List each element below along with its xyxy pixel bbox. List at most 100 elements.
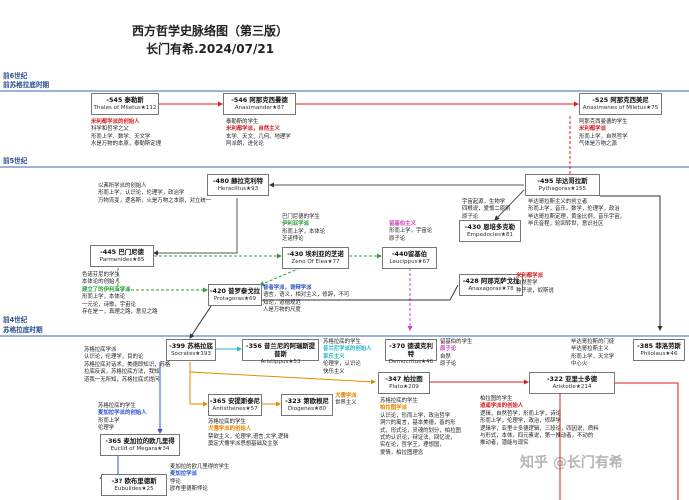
notes-zeno: 巴门尼德的学生伊利亚学派形而上学，本体论芝诺悖论 [282,214,325,244]
node-anaximander[interactable]: -546 阿那克西曼德 Anaximander★87 [223,93,296,115]
note-line: 苏格拉底的学生 [98,403,136,409]
node-antisthenes-name: -365 安提斯泰尼 [209,397,261,405]
node-zeno-sub: Zeno Of Elea★77 [291,259,340,265]
node-thales[interactable]: -545 泰勒斯 Thales of Miletus★112 [91,93,159,115]
node-pythagoras[interactable]: -495 毕达哥拉斯 Pythagoras★155 [525,174,600,196]
note-line: 爱情，柏拉图理念 [380,449,424,456]
note-line: 享乐主义 [323,353,345,360]
node-eubulides-name: -3? 欧布里德斯 [111,477,157,485]
node-anaximander-name: -546 阿那克西曼德 [231,96,288,104]
note-line: 留基伯的学生 [440,339,473,345]
note-line: 一元论，诗歌，宇宙论 [82,301,136,308]
node-protagoras-sub: Protagoras★69 [213,296,257,302]
note-line: 式的认识论，辩证法，回忆说， [380,435,456,442]
note-line: 毕达哥拉斯主义的创立者 [528,199,588,205]
note-line: 原子论 [440,361,457,368]
note-line: 逻辑，自然哲学，形而上学，诗论 [480,410,561,417]
connector-heraclitus-parmenides [153,198,238,256]
note-line: 存在是一，真理之路，意见之路 [82,309,158,316]
watermark: 知乎 @长门有希 [520,455,623,471]
node-parmenides[interactable]: -445 巴门尼德 Parmenides★85 [90,245,154,267]
connector-parmenides-protagoras [117,268,208,293]
note-line: 形而上学，宇宙论 [389,228,433,235]
note-line: 柏拉图学派 [380,405,407,412]
node-democritus[interactable]: -370 德谟克利特 Democritus★46 [385,339,437,365]
note-line: 原子论 [462,213,479,220]
node-pythagoras-sub: Pythagoras★155 [538,186,587,192]
note-line: 巴门尼德的学生 [282,214,320,220]
node-empedocles[interactable]: -430 恩培多克勒 Empedocles★81 [459,220,521,242]
note-line: 形而上学，伦理学，政治，修辞学 [480,418,561,425]
node-antisthenes[interactable]: -365 安提斯泰尼 Antisthenes★57 [208,394,262,416]
node-anaxagoras[interactable]: -428 阿那克萨戈拉 Anaxagoras★78 [459,274,523,296]
note-line: 推动者，潜能与现实 [480,440,529,447]
node-anaximenes-sub: Anaximenes of Miletus★75 [582,105,659,111]
note-line: 逻辑学，亚里士多德逻辑，三段论，四因说，质料 [480,425,599,432]
note-line: 式，形式论，灵魂的划分，柏拉图 [380,427,461,434]
note-line: 米利都学派 [579,126,606,133]
node-protagoras[interactable]: -420 普罗泰戈拉 Protagoras★69 [208,284,262,306]
note-line: 苏格拉底的学生 [208,419,246,425]
notes-eubulides: 麦加拉的欧几里得的学生麦加拉学派悖论欧布里德斯悖论 [170,464,229,494]
node-leucippus[interactable]: -440留基伯 Leucippus★67 [382,247,437,269]
node-empedocles-sub: Empedocles★81 [466,232,514,238]
node-socrates[interactable]: -399 苏格拉底 Socrates★193 [166,339,216,361]
note-line: 实在论，哲学王，理想国， [380,442,445,449]
node-zeno[interactable]: -430 埃利亚的芝诺 Zeno Of Elea★77 [282,247,349,269]
page-title: 西方哲学史脉络图（第三版） [131,24,288,38]
node-philolaus[interactable]: -385 菲洛劳斯 Philolaus★46 [633,339,685,361]
note-line: 伦理学 [98,425,115,432]
note-line: 麦加拉的欧几里得的学生 [170,464,230,470]
node-leucippus-name: -440留基伯 [391,250,428,258]
node-antisthenes-sub: Antisthenes★57 [212,406,258,412]
note-line: 形而上学 [98,417,120,424]
node-aristippus[interactable]: -356 昔兰尼的阿瑞斯提普斯 Aristippus★53 [242,339,319,365]
note-line: 原子论 [389,235,406,242]
note-line: 万物流变，逻各斯，火是万物之本原，对立统一 [98,197,212,204]
notes-philolaus: 毕达哥拉斯的门徒毕达哥拉斯主义形而上学，天文学中心火 [571,339,614,369]
node-anaxagoras-sub: Anaxagoras★78 [468,286,514,292]
connector-aristotle-right [615,382,679,500]
note-line: 阿那克西曼德的学生 [579,119,628,125]
note-line: 留基伯主义 [389,221,416,227]
node-zeno-name: -430 埃利亚的芝诺 [287,250,344,258]
era-divider-5bc [0,166,689,168]
node-plato[interactable]: -347 柏拉图 Plato★209 [378,372,430,394]
node-aristotle-sub: Aristotle★214 [552,384,592,390]
notes-protagoras: 智者学派，诡辩学派语言，语义，相对主义，修辞，不可知论，道德规范人是万物的尺度 [263,285,349,315]
node-pythagoras-name: -495 毕达哥拉斯 [537,177,588,185]
notes-socrates: 苏格拉底学派认识论，伦理学，目的论苏格拉底对话术，美德即知识，苏格拉底反讽，苏格… [84,347,170,384]
node-euclid[interactable]: -365 麦加拉的欧几里得 Euclid of Megara★34 [100,434,180,456]
note-line: 本体论的创始人 [82,279,120,286]
node-leucippus-sub: Leucippus★67 [389,259,430,265]
node-aristotle[interactable]: -322 亚里士多德 Aristotle★214 [529,372,615,394]
connector-pythagoras-empedocles [494,189,525,221]
note-line: 毕达哥拉斯主义 [571,346,609,353]
note-line: 形而上学、数学、天文学 [91,133,151,140]
node-thales-sub: Thales of Miletus★112 [93,105,157,111]
node-eubulides[interactable]: -3? 欧布里德斯 Eubulides★25 [101,474,167,496]
note-line: 苏格拉底学派 [84,347,117,353]
note-line: 认识论，形而上学，政治哲学 [380,412,451,419]
node-diogenes[interactable]: -323 第欧根尼 Diogenes★80 [281,394,333,416]
node-heraclitus[interactable]: -480 赫拉克利特 Heraclitus★93 [207,174,269,196]
node-democritus-sub: Democritus★46 [388,359,434,365]
node-anaximenes[interactable]: -525 阿那克西美尼 Anaximenes of Miletus★75 [579,93,662,115]
note-line: 米利都学派，自然主义 [226,126,280,133]
note-line: 犬儒学派 [335,393,357,399]
note-line: 苏格拉底对话术，美德即知识，苏格 [84,361,171,368]
note-line: 认识论，伦理学，目的论 [84,354,144,361]
notes-anaximenes: 阿那克西曼德的学生米利都学派形而上学，自然哲学气体是万物之源 [579,119,628,149]
node-protagoras-name: -420 普罗泰戈拉 [209,287,261,295]
node-anaximenes-name: -525 阿那克西美尼 [592,96,649,104]
note-line: 柏拉图的学生 [480,396,513,402]
note-line: 逍遥学派的创始人 [480,403,524,410]
era-sublabel-socratic: 苏格拉底时期 [3,326,43,334]
note-line: 科学和哲学之父 [91,126,129,133]
note-line: 四根说，爱恨二原则 [462,206,511,213]
note-line: 毕达哥拉斯的门徒 [571,339,615,345]
era-label-5bc: 前5世纪 [3,157,28,165]
notes-anaximander: 泰勒斯的学生米利都学派，自然主义玄学、天文、几何、地理学阿派朗，进化论 [226,119,291,149]
node-philolaus-name: -385 菲洛劳斯 [637,342,681,350]
note-line: 建立了的伊利亚学派 [82,286,131,293]
